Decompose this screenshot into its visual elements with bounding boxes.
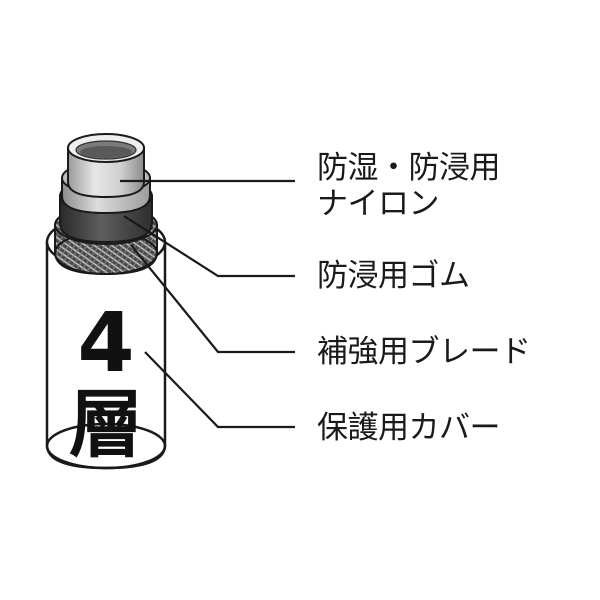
label-rubber: 防浸用ゴム	[317, 258, 470, 294]
inner-nylon-tube	[67, 133, 145, 199]
label-nylon: 防湿・防浸用 ナイロン	[317, 150, 501, 222]
layer-count-badge: 4 層	[60, 296, 152, 468]
layer-count-number: 4	[77, 296, 135, 391]
leader-line-braid	[130, 244, 295, 354]
leader-line-cover	[144, 351, 295, 429]
label-nylon-line2: ナイロン	[317, 186, 440, 222]
label-braid: 補強用ブレード	[317, 334, 531, 370]
leader-lines	[120, 179, 295, 429]
label-nylon-line1: 防湿・防浸用	[317, 150, 501, 186]
label-cover: 保護用カバー	[317, 410, 501, 446]
layer-count-word: 層	[69, 382, 143, 468]
leader-line-rubber	[123, 215, 295, 278]
